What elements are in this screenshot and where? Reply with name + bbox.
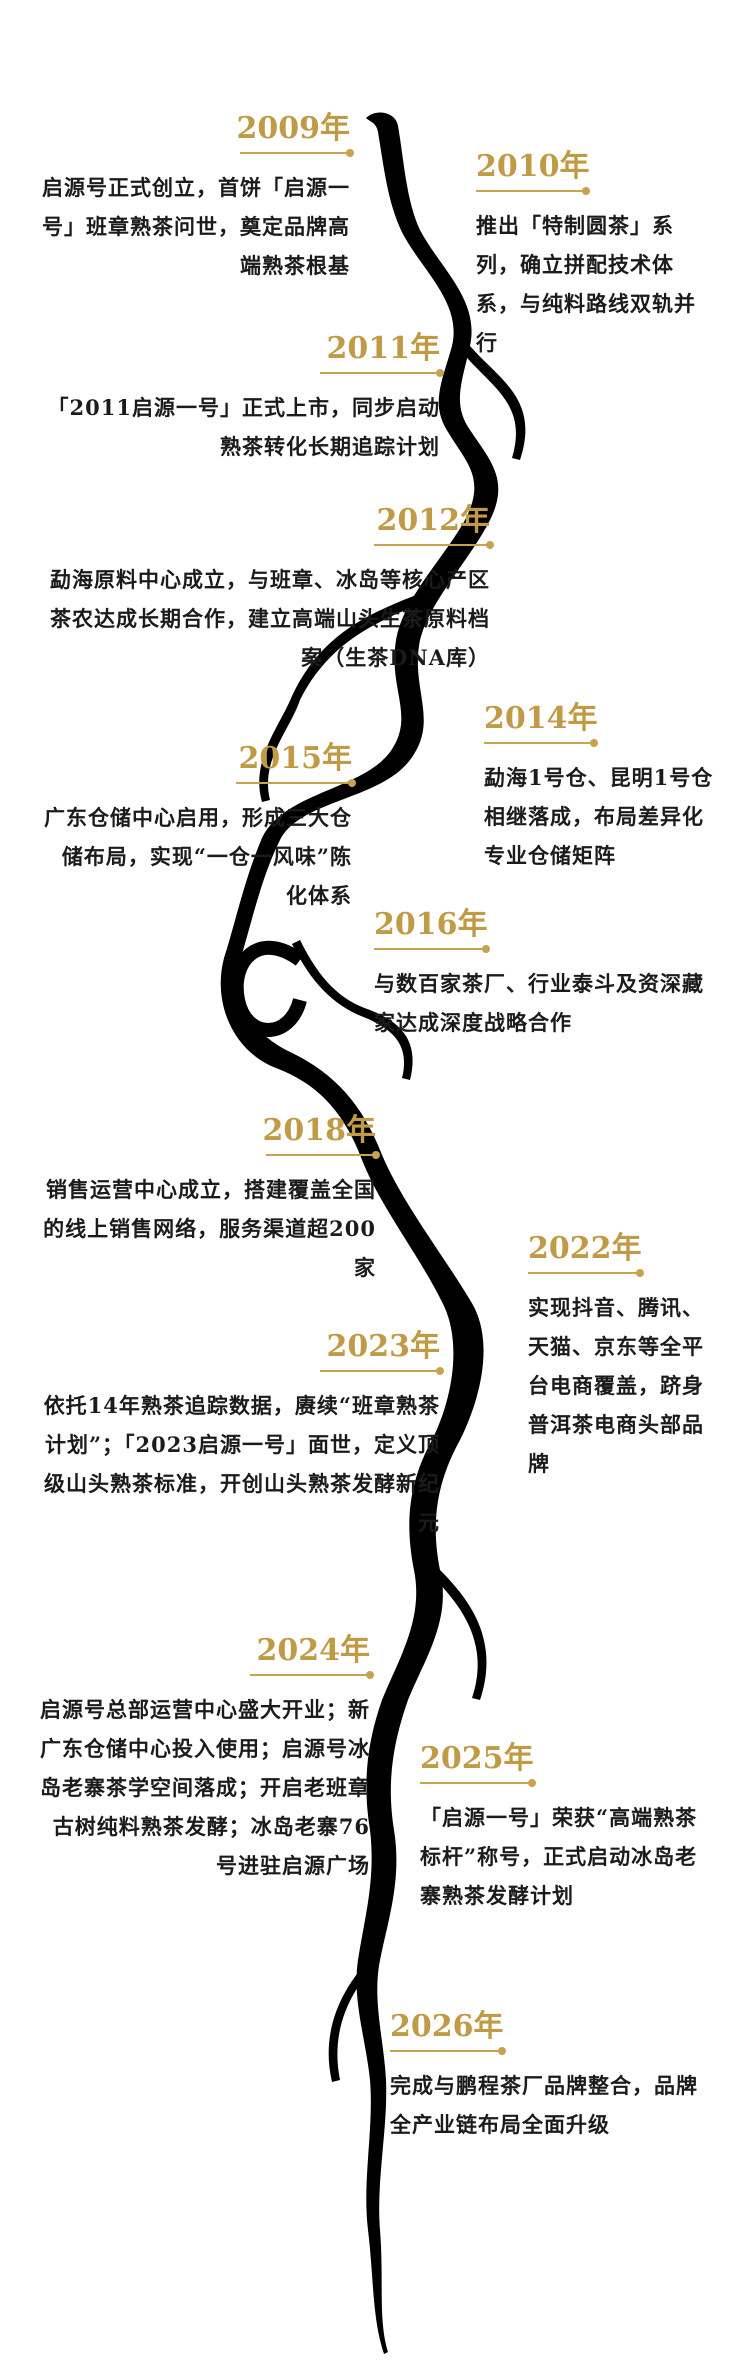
year-label: 2010年 bbox=[476, 149, 590, 184]
timeline-entry-2024: 2024年 启源号总部运营中心盛大开业；新广东仓储中心投入使用；启源号冰岛老寨茶… bbox=[40, 1633, 374, 1885]
year-description: 推出「特制圆茶」系列，确立拼配技术体系，与纯料路线双轨并行 bbox=[476, 213, 696, 355]
timeline-entry-2011: 2011年 「2011启源一号」正式上市，同步启动熟茶转化长期追踪计划 bbox=[40, 331, 444, 466]
year-rule bbox=[240, 149, 354, 157]
timeline-entry-2023: 2023年 依托14年熟茶追踪数据，赓续“班章熟茶计划”；「2023启源一号」面… bbox=[40, 1329, 444, 1542]
year-label: 2014年 bbox=[484, 701, 598, 736]
year-rule bbox=[374, 541, 494, 549]
river-stroke-main bbox=[220, 112, 499, 2355]
timeline-entry-2014: 2014年 勐海1号仓、昆明1号仓相继落成，布局差异化专业仓储矩阵 bbox=[484, 702, 714, 875]
year-rule bbox=[250, 1671, 374, 1679]
year-rule bbox=[476, 187, 590, 195]
year-label: 2025年 bbox=[420, 1741, 534, 1776]
year-rule bbox=[320, 1367, 444, 1375]
timeline-entry-2016: 2016年 与数百家茶厂、行业泰斗及资深藏家达成深度战略合作 bbox=[374, 908, 714, 1042]
year-description: 实现抖音、腾讯、天猫、京东等全平台电商覆盖，跻身普洱茶电商头部品牌 bbox=[528, 1295, 704, 1476]
timeline-entry-2026: 2026年 完成与鹏程茶厂品牌整合，品牌全产业链布局全面升级 bbox=[390, 2010, 716, 2144]
year-description: 启源号正式创立，首饼「启源一号」班章熟茶问世，奠定品牌高端熟茶根基 bbox=[42, 175, 350, 278]
river-branch-2 bbox=[259, 592, 430, 802]
timeline-entry-2012: 2012年 勐海原料中心成立，与班章、冰岛等核心产区茶农达成长期合作，建立高端山… bbox=[40, 503, 494, 677]
river-branch-4 bbox=[432, 1570, 487, 1700]
year-description: 「启源一号」荣获“高端熟茶标杆”称号，正式启动冰岛老寨熟茶发酵计划 bbox=[420, 1805, 698, 1908]
river-loop bbox=[229, 940, 307, 1037]
year-label: 2009年 bbox=[236, 111, 351, 146]
timeline-entry-2010: 2010年 推出「特制圆茶」系列，确立拼配技术体系，与纯料路线双轨并行 bbox=[476, 150, 716, 362]
year-rule bbox=[236, 779, 356, 787]
year-description: 勐海1号仓、昆明1号仓相继落成，布局差异化专业仓储矩阵 bbox=[484, 765, 714, 868]
year-description: 广东仓储中心启用，形成三大仓储布局，实现“一仓一风味”陈化体系 bbox=[44, 805, 352, 908]
year-label: 2023年 bbox=[326, 1329, 441, 1364]
year-rule bbox=[374, 945, 490, 953]
year-description: 勐海原料中心成立，与班章、冰岛等核心产区茶农达成长期合作，建立高端山头生茶原料档… bbox=[50, 567, 490, 670]
year-description: 与数百家茶厂、行业泰斗及资深藏家达成深度战略合作 bbox=[374, 971, 704, 1035]
year-rule bbox=[484, 739, 598, 747]
year-label: 2022年 bbox=[528, 1231, 642, 1266]
timeline-entry-2018: 2018年 销售运营中心成立，搭建覆盖全国的线上销售网络，服务渠道超200家 bbox=[40, 1113, 380, 1287]
year-description: 「2011启源一号」正式上市，同步启动熟茶转化长期追踪计划 bbox=[47, 395, 440, 459]
year-description: 完成与鹏程茶厂品牌整合，品牌全产业链布局全面升级 bbox=[390, 2073, 698, 2137]
year-label: 2016年 bbox=[374, 907, 488, 942]
year-label: 2015年 bbox=[238, 741, 353, 776]
year-description: 销售运营中心成立，搭建覆盖全国的线上销售网络，服务渠道超200家 bbox=[43, 1177, 376, 1280]
year-label: 2026年 bbox=[390, 2009, 504, 2044]
year-description: 依托14年熟茶追踪数据，赓续“班章熟茶计划”；「2023启源一号」面世，定义顶级… bbox=[43, 1393, 440, 1535]
year-rule bbox=[528, 1269, 644, 1277]
river-branch-5 bbox=[328, 1956, 380, 2082]
year-label: 2018年 bbox=[262, 1113, 377, 1148]
year-label: 2011年 bbox=[326, 331, 441, 366]
timeline-entry-2022: 2022年 实现抖音、腾讯、天猫、京东等全平台电商覆盖，跻身普洱茶电商头部品牌 bbox=[528, 1232, 718, 1483]
river-branch-3 bbox=[292, 940, 413, 1080]
timeline-entry-2015: 2015年 广东仓储中心启用，形成三大仓储布局，实现“一仓一风味”陈化体系 bbox=[40, 741, 356, 915]
year-rule bbox=[390, 2047, 506, 2055]
year-rule bbox=[266, 1151, 380, 1159]
river-branch-1 bbox=[462, 346, 526, 460]
year-description: 启源号总部运营中心盛大开业；新广东仓储中心投入使用；启源号冰岛老寨茶学空间落成；… bbox=[40, 1697, 370, 1878]
timeline-entry-2025: 2025年 「启源一号」荣获“高端熟茶标杆”称号，正式启动冰岛老寨熟茶发酵计划 bbox=[420, 1742, 700, 1915]
year-rule bbox=[420, 1779, 536, 1787]
timeline-entry-2009: 2009年 启源号正式创立，首饼「启源一号」班章熟茶问世，奠定品牌高端熟茶根基 bbox=[40, 111, 354, 285]
year-label: 2012年 bbox=[376, 503, 491, 538]
year-label: 2024年 bbox=[256, 1633, 371, 1668]
year-rule bbox=[320, 369, 444, 377]
